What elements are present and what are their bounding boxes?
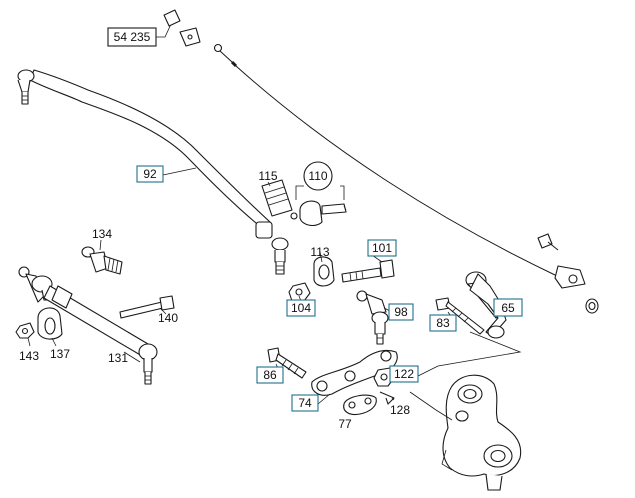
part-labels: 92 115 110 113 101 104 98 134 140 143 13… [19, 165, 523, 431]
label-134: 134 [92, 227, 112, 241]
label-115: 115 [258, 169, 277, 183]
ball-joint-98 [356, 290, 389, 345]
label-140: 140 [158, 311, 178, 325]
label-box-74 [291, 394, 319, 412]
bolt-101 [341, 259, 395, 283]
label-65: 65 [501, 301, 515, 315]
label-83: 83 [436, 316, 450, 330]
reference-tag: 54 235 [107, 9, 201, 47]
tie-rod-131 [15, 266, 175, 385]
clamp-group-110 [261, 161, 347, 302]
bolt-140-icon [119, 301, 164, 319]
label-box-92 [136, 165, 164, 183]
pitman-arm-65 [435, 271, 507, 339]
label-box-65 [493, 298, 523, 317]
tag-label-icon [163, 9, 181, 27]
label-box-122 [389, 365, 419, 383]
cotter-pin-128-icon [379, 391, 395, 405]
label-77: 77 [338, 417, 352, 431]
label-131: 131 [108, 351, 128, 365]
label-113: 113 [310, 245, 329, 259]
callout-circle [303, 161, 333, 191]
label-98: 98 [394, 305, 408, 319]
label-box-83 [429, 314, 457, 332]
label-128: 128 [390, 403, 410, 417]
intermediate-lever-74 [267, 347, 398, 416]
label-92: 92 [143, 167, 157, 181]
wire-bolt-icon [537, 233, 553, 249]
drag-link-rod [17, 69, 289, 275]
label-137: 137 [50, 347, 70, 361]
steering-knuckle [441, 374, 522, 491]
label-122: 122 [394, 367, 414, 381]
label-86: 86 [263, 368, 277, 382]
label-box-104 [286, 299, 316, 317]
label-box-98 [388, 303, 414, 321]
label-101: 101 [372, 241, 392, 255]
label-74: 74 [298, 396, 312, 410]
label-143: 143 [19, 349, 39, 363]
label-box-101 [367, 239, 397, 257]
label-box-86 [256, 366, 284, 384]
label-104: 104 [291, 301, 311, 315]
label-110: 110 [308, 169, 327, 183]
wire-harness [213, 43, 599, 314]
ball-stud-134 [81, 246, 123, 275]
threaded-sleeve-icon [261, 179, 293, 217]
reference-number: 54 235 [114, 30, 151, 44]
